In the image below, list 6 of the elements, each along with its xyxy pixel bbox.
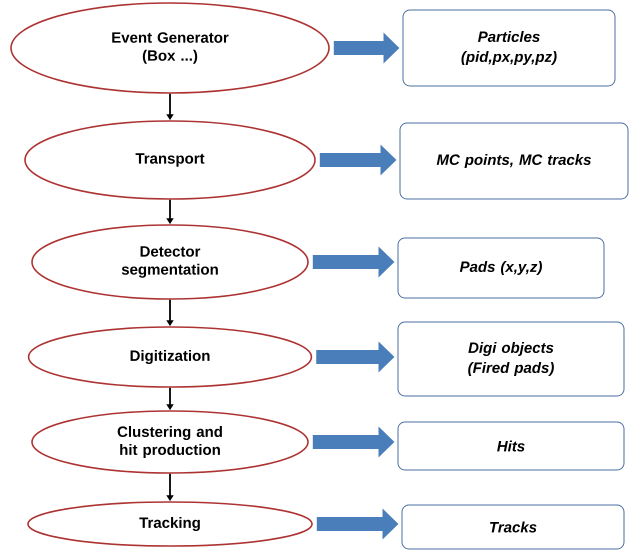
output-box: Tracks: [402, 504, 624, 550]
output-box: Digi objects (Fired pads): [398, 322, 624, 396]
output-box: Particles (pid,px,py,pz): [402, 10, 616, 86]
output-box: Hits: [398, 422, 624, 470]
output-box: Pads (x,y,z): [398, 238, 604, 298]
output-box: MC points, MC tracks: [400, 122, 628, 200]
